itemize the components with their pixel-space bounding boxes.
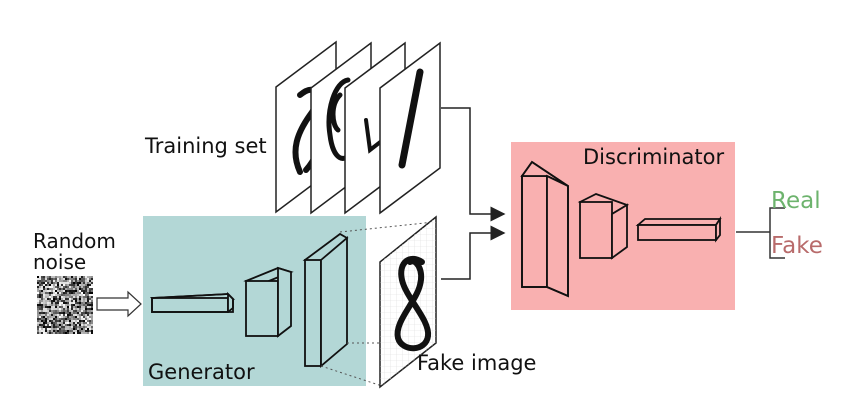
- output-bracket: [736, 207, 785, 259]
- hollow-arrow-right-icon: [96, 290, 142, 318]
- random-noise-label-line1: Random: [33, 229, 116, 253]
- fake-label: Fake: [771, 233, 823, 259]
- generator-label: Generator: [148, 360, 255, 384]
- generator-layer-2: [243, 266, 294, 338]
- fake-image-card: [379, 215, 437, 389]
- real-label: Real: [771, 188, 821, 214]
- training-card-4: [379, 41, 441, 215]
- training-set-label: Training set: [144, 134, 267, 158]
- discriminator-layer-3: [635, 216, 722, 243]
- discriminator-label: Discriminator: [583, 145, 725, 169]
- fake-image-label: Fake image: [417, 351, 536, 375]
- connector-lines: [441, 107, 506, 280]
- discriminator-layer-2: [577, 193, 630, 260]
- random-noise-label-line2: noise: [33, 250, 86, 274]
- generator-layer-3: [302, 232, 349, 368]
- discriminator-layer-1: [520, 160, 569, 298]
- generator-layer-1: [149, 291, 236, 313]
- training-set-cards: [275, 40, 441, 215]
- random-noise-texture-icon: [37, 276, 93, 334]
